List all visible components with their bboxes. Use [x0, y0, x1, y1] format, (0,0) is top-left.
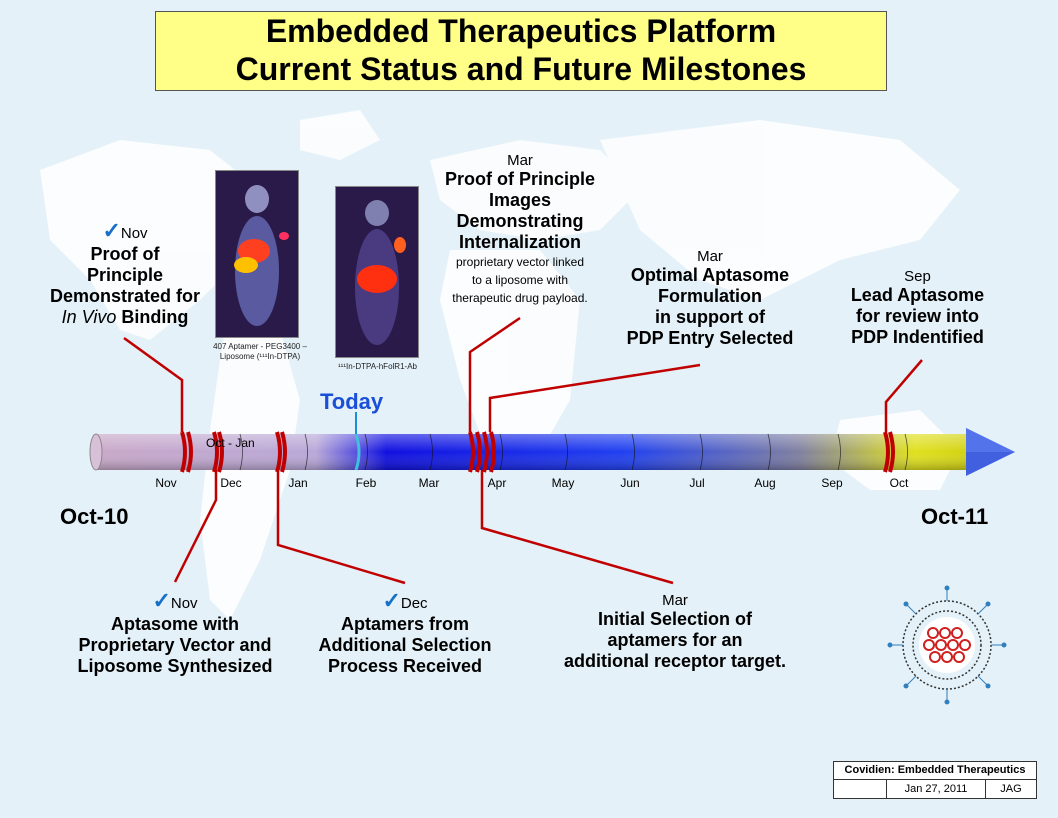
checkmark-icon: ✓ [152, 588, 171, 613]
month-label-feb: Feb [355, 476, 377, 490]
mouse-scan-image [234, 185, 289, 326]
month-label-dec: Dec [220, 476, 242, 490]
page-title: Embedded Therapeutics Platform Current S… [155, 11, 887, 91]
milestone-line: Proprietary Vector and [78, 635, 272, 655]
checkmark-icon: ✓ [382, 588, 401, 613]
milestone-line: Demonstrating [456, 211, 584, 231]
milestone-line: Proof of Principle [444, 169, 595, 189]
milestone-line: Liposome Synthesized [77, 656, 273, 676]
month-label-apr: Apr [487, 476, 507, 490]
milestone-rings [180, 431, 895, 473]
imaging-panel-left [215, 170, 299, 338]
month-label-may: May [551, 476, 575, 490]
milestone-line: Formulation [658, 286, 762, 306]
milestone-line: PDP Indentified [851, 327, 984, 347]
milestone-line: Demonstrated for [49, 286, 201, 306]
mouse-scan-image [355, 200, 406, 345]
timeline-bar-start-cap [89, 433, 103, 471]
month-label-sep: Sep [821, 476, 843, 490]
month-label-jun: Jun [620, 476, 640, 490]
milestone-line: additional receptor target. [563, 651, 787, 671]
timeline-arrow-head-shade [966, 428, 1015, 452]
milestone-bottom-1: ✓Nov Aptasome with Proprietary Vector an… [65, 588, 285, 677]
today-label: Today [320, 389, 384, 414]
milestone-detail: proprietary vector linked [455, 255, 585, 269]
title-line-2: Current Status and Future Milestones [235, 51, 807, 87]
timeline-segments [239, 433, 908, 471]
left-image-caption: 407 Aptamer - PEG3400 – Liposome (¹¹¹In-… [213, 342, 307, 361]
milestone-connectors [123, 316, 923, 585]
aptasome-liposome-icon [887, 585, 1007, 705]
milestone-line: in support of [655, 307, 765, 327]
title-line-1: Embedded Therapeutics Platform [265, 13, 777, 49]
milestone-detail: to a liposome with [471, 273, 569, 287]
end-date-label: Oct-11 [921, 504, 989, 529]
milestone-month: Nov [120, 225, 148, 242]
milestone-month: Mar [662, 592, 688, 609]
month-label-aug: Aug [754, 476, 776, 490]
milestone-line: Principle [86, 265, 164, 285]
checkmark-icon: ✓ [102, 218, 121, 243]
milestone-month: Mar [507, 152, 533, 169]
milestone-month: Nov [170, 595, 198, 612]
milestone-line: Proof of [90, 244, 160, 264]
milestone-month: Dec [400, 595, 428, 612]
milestone-line: Lead Aptasome [850, 285, 985, 305]
month-label-mar: Mar [418, 476, 440, 490]
range-label: Oct - Jan [206, 436, 255, 450]
milestone-line: Additional Selection [318, 635, 492, 655]
milestone-line: PDP Entry Selected [626, 328, 794, 348]
milestone-month: Sep [904, 268, 931, 285]
month-label-nov: Nov [155, 476, 177, 490]
milestone-month: Mar [697, 248, 723, 265]
footer-box: Covidien: Embedded Therapeutics Jan 27, … [833, 761, 1037, 799]
footer-company: Covidien: Embedded Therapeutics [834, 762, 1036, 780]
milestone-detail: therapeutic drug payload. [452, 291, 588, 305]
milestone-top-1: ✓Nov Proof of Principle Demonstrated for… [40, 218, 210, 328]
month-label-jan: Jan [288, 476, 308, 490]
milestone-top-3: Mar Optimal Aptasome Formulation in supp… [610, 248, 810, 349]
right-image-caption: ¹¹¹In-DTPA-hFolR1-Ab [338, 362, 417, 371]
footer-initials: JAG [1000, 783, 1022, 795]
start-date-label: Oct-10 [60, 504, 129, 529]
month-label-jul: Jul [689, 476, 705, 490]
milestone-line: aptamers for an [607, 630, 743, 650]
today-marker-ring [354, 433, 361, 471]
milestone-line: Process Received [327, 656, 483, 676]
milestone-tail: Binding [116, 307, 189, 327]
milestone-line: Aptasome with [110, 614, 239, 634]
milestone-top-2: Mar Proof of Principle Images Demonstrat… [425, 152, 615, 307]
month-label-oct: Oct [889, 476, 909, 490]
footer-date: Jan 27, 2011 [887, 780, 986, 798]
milestone-line: Initial Selection of [597, 609, 753, 629]
imaging-panel-right [335, 186, 419, 358]
milestone-line: Aptamers from [340, 614, 470, 634]
milestone-top-4: Sep Lead Aptasome for review into PDP In… [830, 268, 1005, 348]
milestone-bottom-3: Mar Initial Selection of aptamers for an… [545, 592, 805, 672]
milestone-italic: In Vivo [61, 307, 117, 327]
milestone-line: Optimal Aptasome [630, 265, 790, 285]
milestone-line: for review into [855, 306, 980, 326]
milestone-line: Internalization [458, 232, 581, 252]
milestone-bottom-2: ✓Dec Aptamers from Additional Selection … [300, 588, 510, 677]
milestone-line: Images [488, 190, 552, 210]
